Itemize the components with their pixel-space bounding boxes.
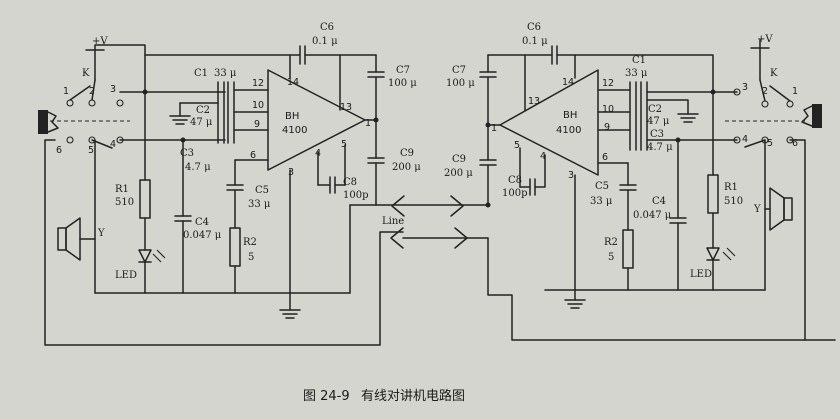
r-pin13: 13: [528, 96, 540, 107]
r-r2-name: R2: [604, 237, 618, 248]
l-c4-value: 0.047 μ: [183, 230, 222, 241]
lsw-c4: 4: [110, 139, 116, 150]
r-c8-name: C8: [508, 175, 522, 186]
l-pin5: 5: [341, 139, 347, 150]
r-pin14: 14: [562, 77, 574, 88]
r-c9-name: C9: [452, 154, 466, 165]
l-r2-name: R2: [243, 237, 257, 248]
rsw-c2: 2: [762, 86, 768, 97]
r-r2-value: 5: [608, 252, 614, 263]
l-c6-value: 0.1 μ: [312, 36, 338, 47]
l-c7-value: 100 μ: [388, 78, 417, 89]
r-c8-value: 100p: [502, 188, 528, 199]
l-c2-value: 47 μ: [190, 117, 213, 128]
lsw-c6: 6: [56, 145, 62, 156]
l-pin12: 12: [252, 78, 264, 89]
r-pin4: 4: [540, 151, 546, 162]
lsw-c1: 1: [63, 86, 69, 97]
l-c9-value: 200 μ: [392, 162, 421, 173]
r-c1-value: 33 μ: [625, 68, 648, 79]
l-led-label: LED: [115, 270, 137, 281]
r-c4-name: C4: [652, 196, 666, 207]
r-c2-name: C2: [648, 104, 662, 115]
right-ic: [499, 69, 599, 176]
l-ic-part: 4100: [282, 125, 307, 136]
r-c5-name: C5: [595, 181, 609, 192]
lsw-c2: 2: [89, 86, 95, 97]
rsw-c6: 6: [792, 138, 798, 149]
r-r1-value: 510: [724, 196, 743, 207]
r-ic-part: 4100: [556, 125, 581, 136]
l-r1-name: R1: [115, 184, 129, 195]
l-c5-name: C5: [255, 185, 269, 196]
figure-number: 图 24-9: [303, 389, 350, 404]
l-c9-name: C9: [400, 148, 414, 159]
r-c7-name: C7: [452, 65, 466, 76]
l-speaker-label: Y: [97, 228, 105, 239]
r-c1-name: C1: [632, 55, 646, 66]
l-r2-value: 5: [248, 252, 254, 263]
rsw-c3: 3: [742, 82, 748, 93]
l-c5-value: 33 μ: [248, 199, 271, 210]
l-c8-name: C8: [343, 177, 357, 188]
r-pin6: 6: [602, 152, 608, 163]
l-pin13: 13: [340, 102, 352, 113]
lsw-c3: 3: [110, 84, 116, 95]
l-c1-value: 33 μ: [214, 68, 237, 79]
left-ic: [267, 69, 366, 171]
l-pin6: 6: [250, 150, 256, 161]
r-c9-value: 200 μ: [444, 168, 473, 179]
right-supply-label: +V: [757, 34, 773, 45]
right-switch-name: K: [770, 68, 778, 79]
line-label: Line: [382, 216, 404, 227]
r-pin10: 10: [602, 104, 614, 115]
l-c4-name: C4: [195, 217, 209, 228]
l-pin9: 9: [254, 119, 260, 130]
r-c2-value: 47 μ: [647, 116, 670, 127]
l-pin10: 10: [252, 100, 264, 111]
r-pin9: 9: [604, 122, 610, 133]
r-led-label: LED: [690, 269, 712, 280]
l-r1-value: 510: [115, 197, 134, 208]
rsw-c4: 4: [742, 134, 748, 145]
left-switch-lever: [38, 110, 48, 134]
left-supply-label: +V: [92, 36, 108, 47]
l-c3-name: C3: [180, 148, 194, 159]
left-switch-name: K: [82, 68, 90, 79]
l-c8-value: 100p: [343, 190, 369, 201]
r-pin3: 3: [568, 170, 574, 181]
rsw-c1: 1: [792, 86, 798, 97]
r-c6-name: C6: [527, 22, 541, 33]
right-switch-lever: [812, 104, 822, 128]
l-pin3: 3: [288, 167, 294, 178]
r-r1-name: R1: [724, 182, 738, 193]
rsw-c5: 5: [767, 138, 773, 149]
figure-title: 有线对讲机电路图: [361, 388, 465, 404]
l-c1-name: C1: [194, 68, 208, 79]
l-c2-name: C2: [196, 105, 210, 116]
r-ic-name: BH: [563, 110, 577, 121]
r-pin1: 1: [491, 123, 497, 134]
l-pin14: 14: [287, 77, 299, 88]
r-c7-value: 100 μ: [446, 78, 475, 89]
l-ic-name: BH: [285, 111, 299, 122]
l-pin1: 1: [365, 118, 371, 129]
l-c3-value: 4.7 μ: [185, 162, 211, 173]
l-c6-name: C6: [320, 22, 334, 33]
r-pin12: 12: [602, 78, 614, 89]
left-unit: +V K 1 2 3 4 5 6 R1 510 LED: [38, 22, 421, 346]
r-c3-name: C3: [650, 129, 664, 140]
r-c3-value: 4.7 μ: [647, 142, 673, 153]
r-c5-value: 33 μ: [590, 196, 613, 207]
r-pin5: 5: [514, 140, 520, 151]
l-c7-name: C7: [396, 65, 410, 76]
right-unit: C7 100 μ C9 200 μ 1 C6 0.1 μ BH 4100 14 …: [444, 22, 822, 341]
lsw-c5: 5: [88, 145, 94, 156]
line-connector: Line: [375, 195, 836, 341]
r-speaker-label: Y: [753, 204, 761, 215]
r-c6-value: 0.1 μ: [522, 36, 548, 47]
r-c4-value: 0.047 μ: [633, 210, 672, 221]
